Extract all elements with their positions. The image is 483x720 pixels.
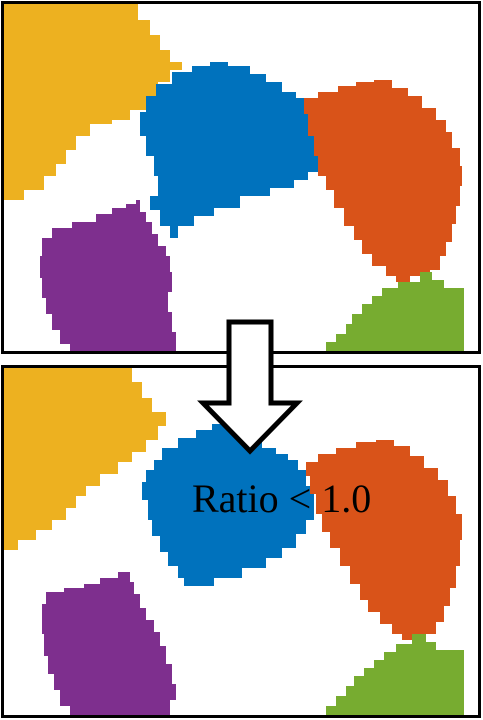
orange-grain-after: [306, 440, 462, 640]
blue-grain: [140, 62, 318, 238]
yellow-grain-after: [3, 367, 166, 550]
orange-grain: [304, 80, 462, 282]
green-grain: [326, 272, 464, 352]
blue-grain-after: [142, 424, 314, 586]
bottom-panel: [1, 365, 481, 718]
yellow-grain: [3, 3, 182, 200]
down-arrow-icon: [197, 319, 303, 455]
purple-grain-after: [42, 572, 176, 716]
ratio-label: Ratio < 1.0: [192, 476, 371, 521]
purple-grain: [40, 200, 176, 352]
top-panel: [1, 1, 481, 354]
green-grain-after: [326, 634, 464, 716]
